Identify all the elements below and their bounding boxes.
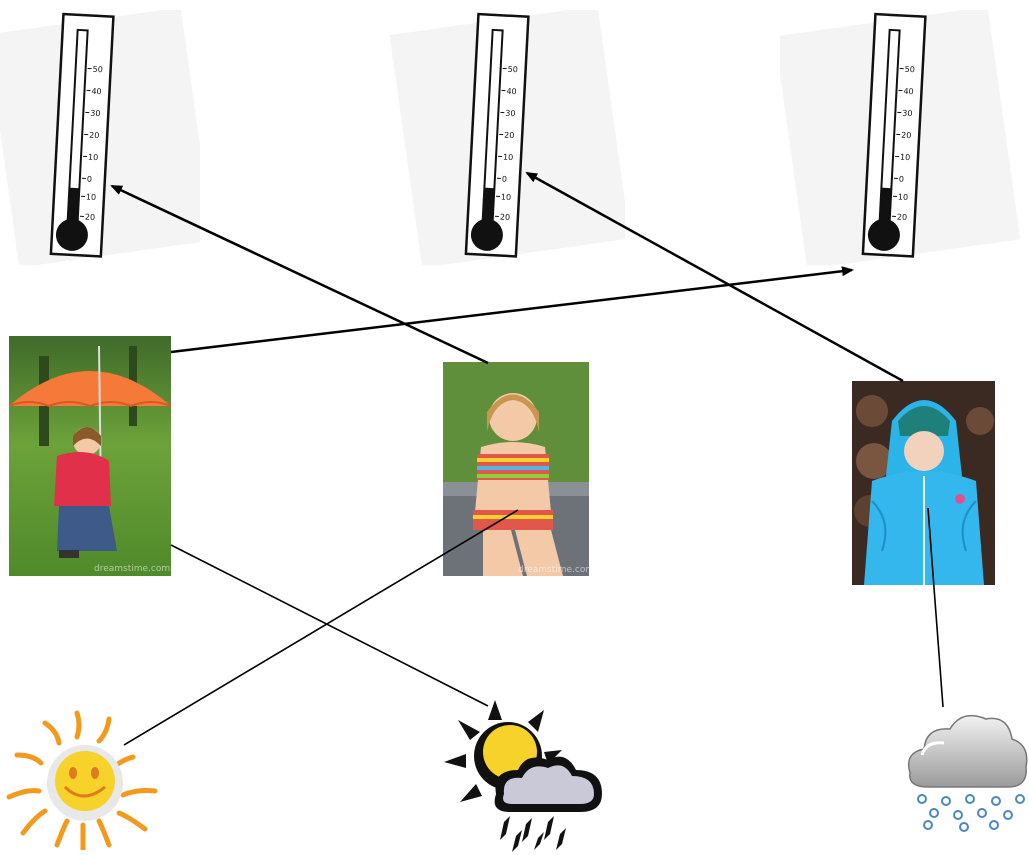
scale-label: 10 bbox=[898, 193, 909, 203]
scale-label: 10 bbox=[900, 153, 911, 163]
scale-label: 50 bbox=[507, 65, 518, 75]
scale-label: 50 bbox=[92, 65, 103, 75]
thermometer-2: 50 40 30 20 10 0 10 20 bbox=[385, 10, 625, 265]
scale-label: 30 bbox=[902, 109, 913, 119]
snow-cloud-icon bbox=[900, 705, 1029, 835]
sun-cloud-rain-icon bbox=[440, 698, 610, 853]
scale-label: 20 bbox=[897, 213, 908, 223]
line-umbrella-to-rain-icon bbox=[170, 544, 489, 707]
scale-label: 0 bbox=[87, 175, 93, 184]
photo-umbrella-girl: dreamstime.com bbox=[9, 336, 171, 576]
scale-label: 40 bbox=[903, 87, 914, 97]
scale-label: 50 bbox=[904, 65, 915, 75]
scale-label: 20 bbox=[504, 131, 515, 141]
scale-label: 20 bbox=[89, 131, 100, 141]
scale-label: 30 bbox=[90, 109, 101, 119]
arrow-winter-to-thermometer-2 bbox=[525, 171, 904, 383]
arrow-umbrella-to-thermometer-3 bbox=[170, 266, 854, 354]
scale-label: 10 bbox=[86, 193, 97, 203]
smiling-sun-icon bbox=[5, 705, 165, 850]
arrow-swimsuit-to-thermometer-1 bbox=[110, 184, 489, 365]
scale-label: 20 bbox=[500, 213, 511, 223]
scale-label: 0 bbox=[899, 175, 905, 184]
scale-label: 10 bbox=[503, 153, 514, 163]
watermark: dreamstime.com bbox=[518, 565, 589, 575]
scale-label: 20 bbox=[85, 213, 96, 223]
scale-label: 30 bbox=[505, 109, 516, 119]
photo-winter-girl bbox=[852, 381, 995, 585]
line-winter-to-snow-icon bbox=[927, 507, 944, 708]
scale-label: 0 bbox=[502, 175, 508, 184]
scale-label: 40 bbox=[91, 87, 102, 97]
scale-label: 10 bbox=[88, 153, 99, 163]
scale-label: 10 bbox=[501, 193, 512, 203]
scale-label: 40 bbox=[506, 87, 517, 97]
thermometer-1: 50 40 30 20 10 0 10 20 bbox=[0, 10, 200, 265]
scale-label: 20 bbox=[901, 131, 912, 141]
watermark: dreamstime.com bbox=[94, 564, 170, 574]
thermometer-3: 50 40 30 20 10 0 10 20 bbox=[780, 10, 1020, 265]
line-sun-to-swimsuit bbox=[123, 509, 519, 746]
